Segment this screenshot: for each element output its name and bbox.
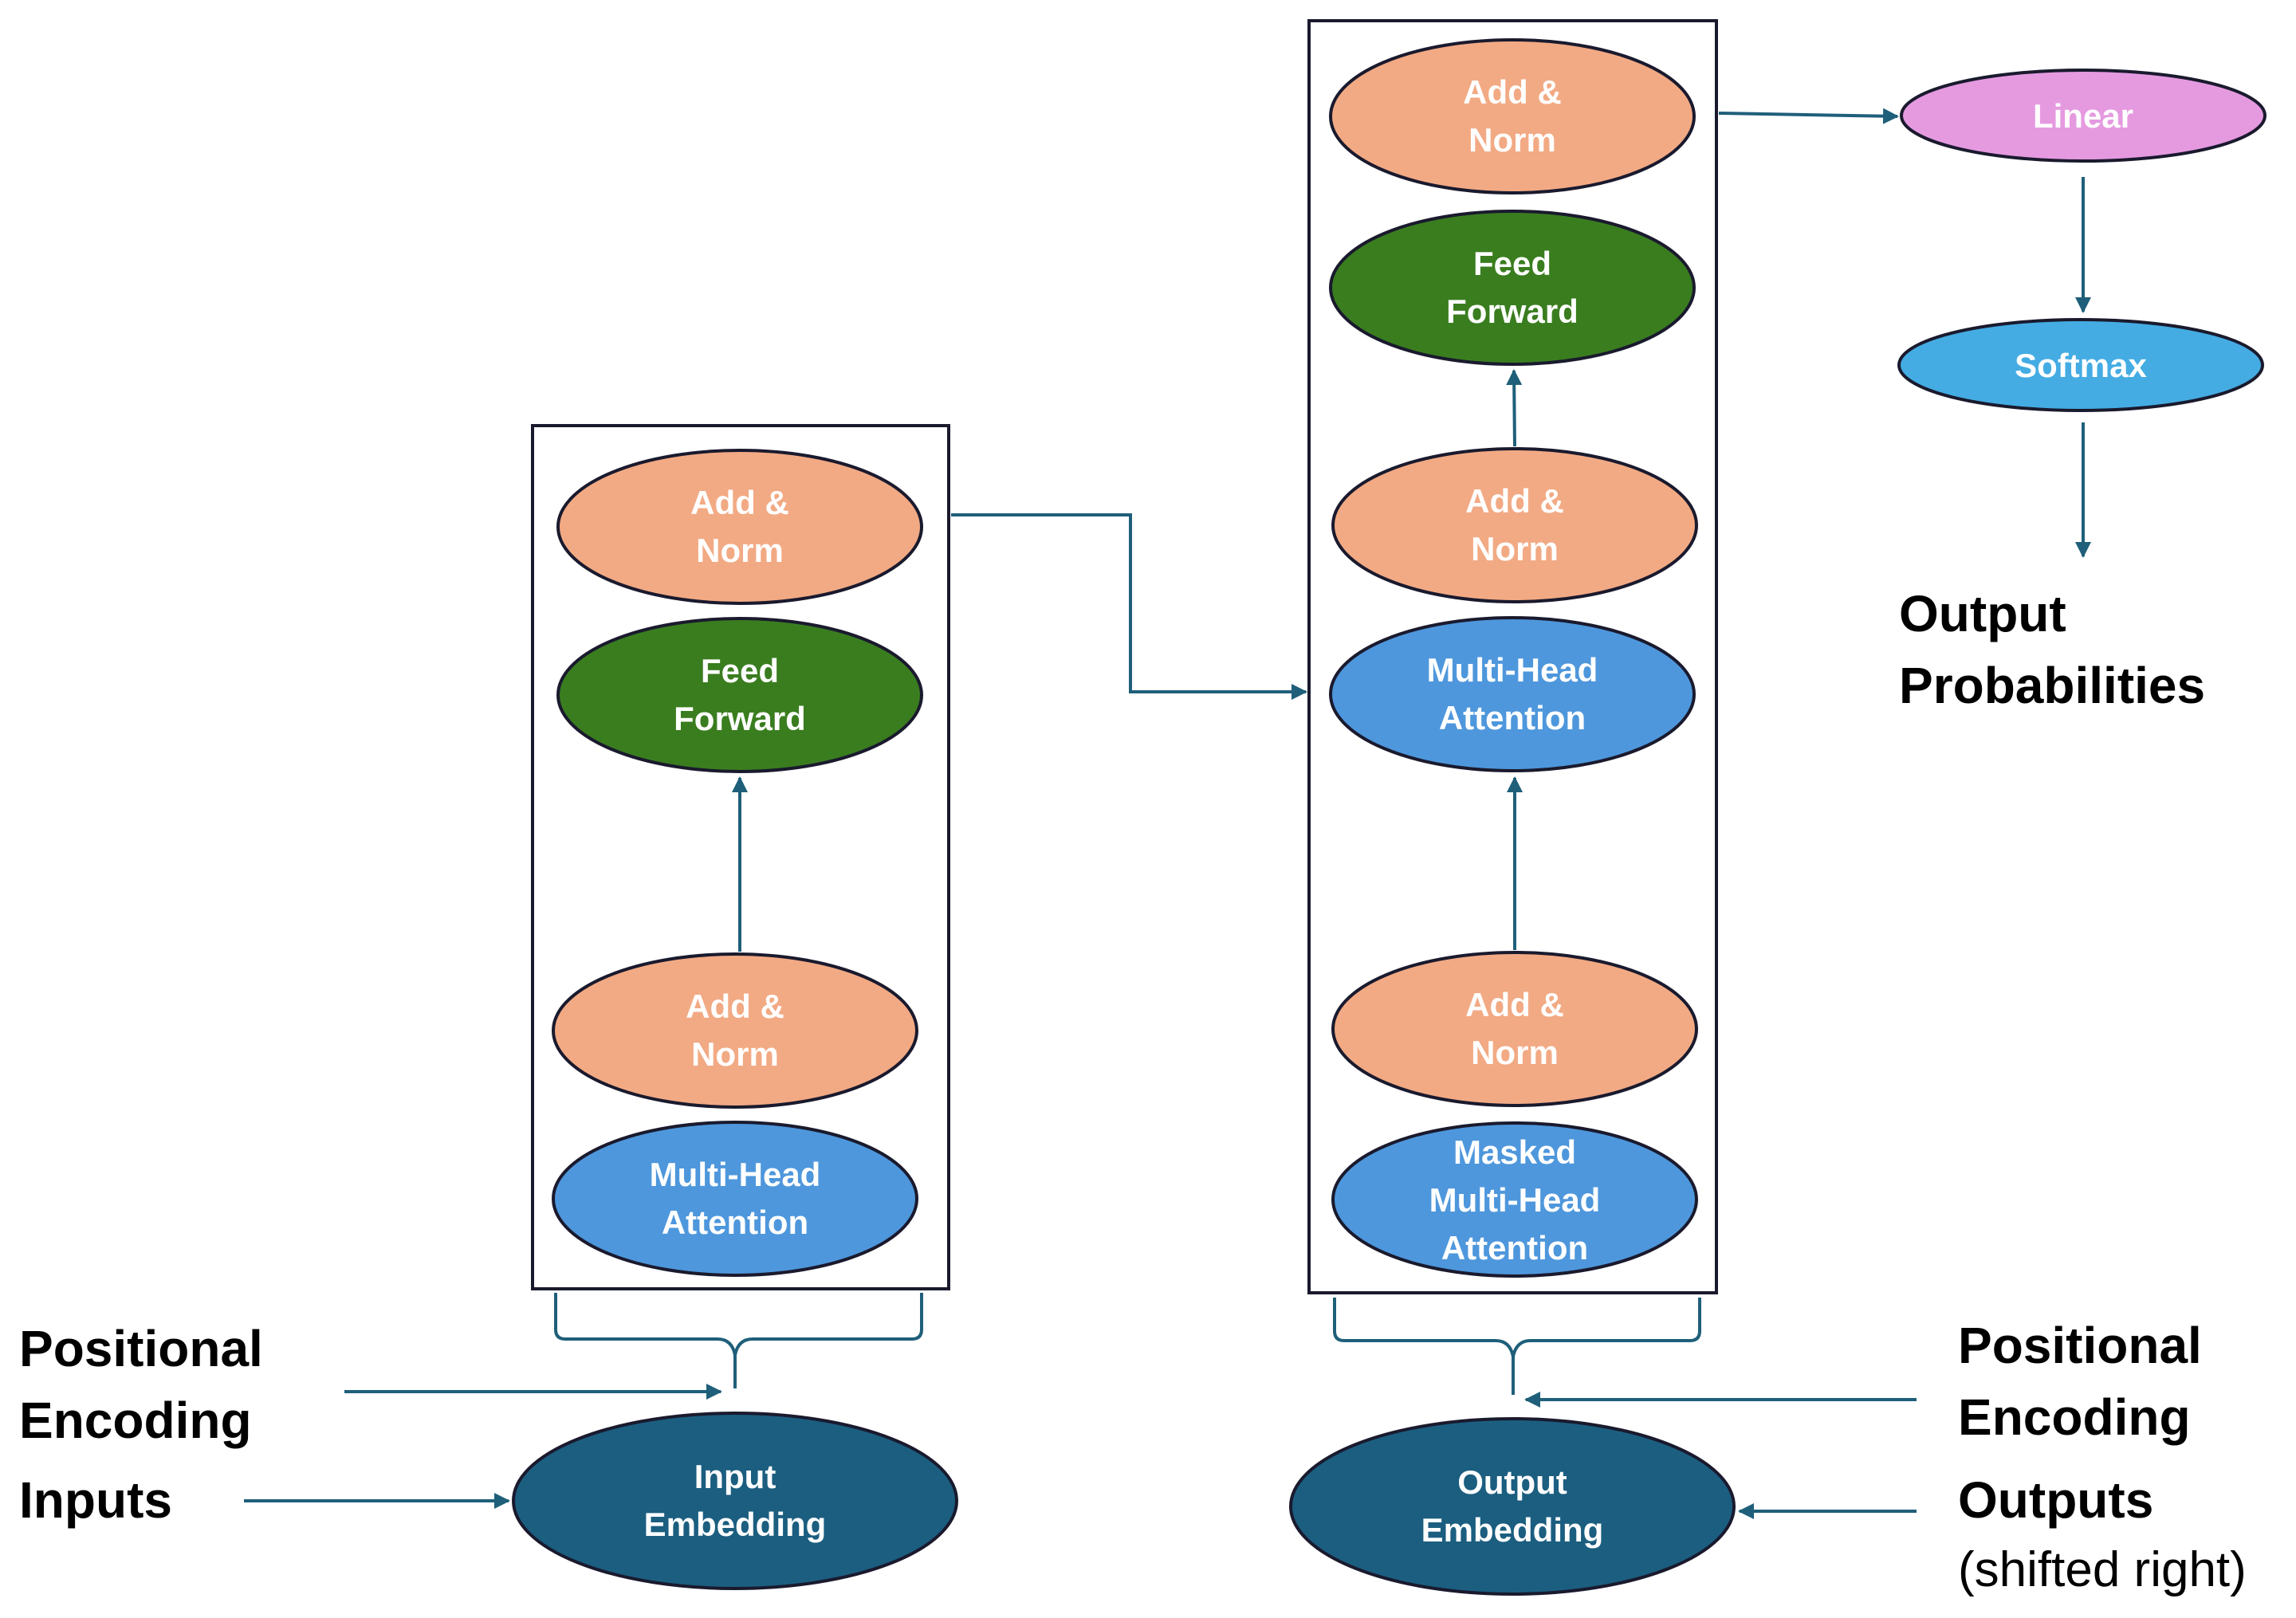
svg-text:Forward: Forward (1446, 293, 1578, 330)
svg-text:Attention: Attention (662, 1204, 808, 1241)
outputs-shifted-right-note: (shifted right) (1958, 1542, 2247, 1597)
svg-text:Feed: Feed (1473, 245, 1551, 282)
svg-text:Norm: Norm (1471, 1034, 1559, 1071)
svg-text:Multi-Head: Multi-Head (650, 1156, 821, 1193)
outputs-label: Outputs (1958, 1471, 2153, 1529)
svg-text:Embedding: Embedding (1421, 1511, 1604, 1549)
svg-text:Feed: Feed (701, 652, 779, 689)
svg-text:Norm: Norm (1468, 121, 1556, 159)
svg-text:Embedding: Embedding (644, 1506, 827, 1543)
svg-text:Multi-Head: Multi-Head (1429, 1181, 1601, 1219)
linear-node: Linear (1900, 69, 2267, 163)
decoder-add-norm-bottom: Add & Norm (1331, 951, 1698, 1107)
svg-text:Input: Input (694, 1458, 776, 1495)
encoder-add-norm-top: Add & Norm (556, 449, 923, 605)
svg-text:Attention: Attention (1439, 699, 1586, 736)
positional-encoding-right-label-line1: Positional (1958, 1317, 2202, 1374)
decoder-feed-forward: Feed Forward (1329, 210, 1696, 366)
svg-text:Add &: Add & (1465, 986, 1564, 1023)
svg-text:Norm: Norm (1471, 530, 1559, 567)
inputs-label: Inputs (19, 1471, 172, 1529)
decoder-add-norm-middle: Add & Norm (1331, 447, 1698, 603)
svg-text:Add &: Add & (686, 988, 784, 1025)
output-probabilities-label-line2: Probabilities (1899, 657, 2205, 714)
svg-text:Multi-Head: Multi-Head (1427, 651, 1598, 689)
arrow-encoder-to-decoder (951, 513, 1307, 700)
svg-text:Output: Output (1457, 1463, 1567, 1501)
encoder-block-frame (531, 424, 950, 1290)
softmax-node: Softmax (1897, 318, 2264, 412)
svg-text:Linear: Linear (2033, 97, 2133, 135)
svg-text:Norm: Norm (696, 532, 784, 569)
encoder-add-norm-bottom: Add & Norm (552, 952, 918, 1109)
svg-text:Norm: Norm (691, 1035, 779, 1073)
encoder-input-brace (554, 1293, 923, 1388)
svg-text:Softmax: Softmax (2015, 347, 2147, 384)
output-embedding: Output Embedding (1289, 1417, 1736, 1596)
decoder-multi-head-attention: Multi-Head Attention (1329, 616, 1696, 772)
svg-text:Add &: Add & (1463, 73, 1562, 111)
svg-text:Masked: Masked (1453, 1133, 1576, 1171)
svg-text:Forward: Forward (674, 700, 806, 737)
positional-encoding-right-label-line2: Encoding (1958, 1388, 2191, 1446)
svg-text:Attention: Attention (1441, 1229, 1588, 1267)
arrow-decoder-to-linear (1718, 108, 1899, 124)
positional-encoding-left-label-line1: Positional (19, 1320, 263, 1377)
decoder-block-frame (1307, 19, 1718, 1294)
decoder-add-norm-top: Add & Norm (1329, 38, 1696, 194)
svg-text:Add &: Add & (690, 484, 789, 521)
encoder-feed-forward: Feed Forward (556, 617, 923, 773)
output-probabilities-label-line1: Output (1899, 585, 2066, 642)
decoder-input-brace (1333, 1298, 1701, 1395)
decoder-masked-multi-head-attention: Masked Multi-Head Attention (1331, 1121, 1698, 1278)
arrow-decoder-addnorm-to-feedforward (1506, 369, 1523, 447)
input-embedding: Input Embedding (512, 1412, 958, 1590)
encoder-multi-head-attention: Multi-Head Attention (552, 1121, 918, 1277)
svg-text:Add &: Add & (1465, 482, 1564, 520)
positional-encoding-left-label-line2: Encoding (19, 1392, 252, 1449)
